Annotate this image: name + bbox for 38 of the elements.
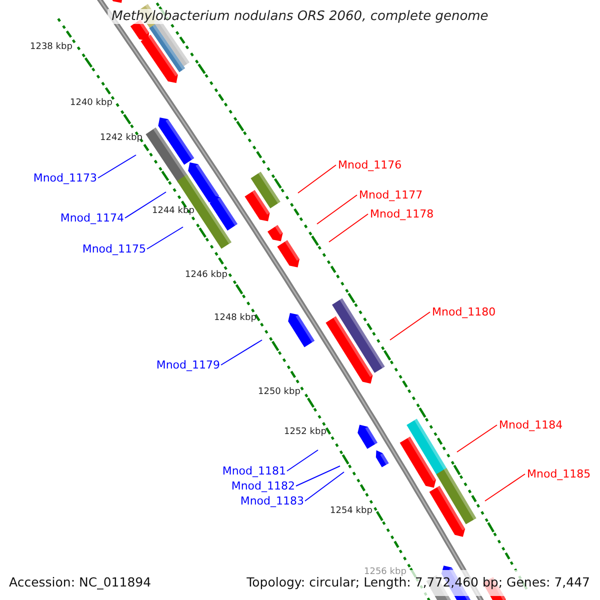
accession-text: Accession: NC_011894 [9,574,152,590]
tick-label: 1254 kbp [330,506,372,516]
tick-label: 1256 kbp [364,567,406,577]
gene-label: Mnod_1179 [156,358,220,372]
leader-line [328,214,368,242]
gene-label: Mnod_1180 [432,306,496,318]
tick-label: 1238 kbp [30,42,72,52]
leader-line [304,472,344,502]
gene-label: Mnod_1174 [60,212,124,224]
gene-label: Mnod_1173 [33,172,97,184]
leader-line [484,474,526,502]
gene-label: Mnod_1181 [222,464,286,478]
genome-stats-text: Topology: circular; Length: 7,772,460 bp; Genes: 7,447 [246,574,590,590]
gene-label: Mnod_1182 [231,480,295,492]
leader-line [456,424,498,452]
leader-line [296,466,340,486]
leader-line [98,154,136,178]
leader-line [124,192,166,218]
leader-line [298,164,336,194]
gene-label: Mnod_1183 [240,494,304,508]
leader-line [316,194,358,224]
tick-label: 1246 kbp [185,270,228,280]
leader-line [390,312,430,340]
tick-label: 1250 kbp [258,387,300,397]
tick-label: 1252 kbp [284,427,326,437]
gene-label: Mnod_1178 [370,208,434,220]
gene-label: Mnod_1184 [499,418,563,432]
tick-label: 1240 kbp [70,98,112,108]
leader-line [220,340,262,366]
gene-label: Mnod_1185 [527,468,591,480]
gene-label: Mnod_1176 [338,158,402,172]
tick-label: 1242 kbp [100,133,142,143]
tick-label: 1244 kbp [152,206,194,216]
gene-label: Mnod_1177 [359,188,423,202]
tick-label: 1248 kbp [214,313,256,323]
leader-line [146,226,184,250]
gene-label: Mnod_1175 [82,242,146,256]
leader-line [286,450,318,472]
